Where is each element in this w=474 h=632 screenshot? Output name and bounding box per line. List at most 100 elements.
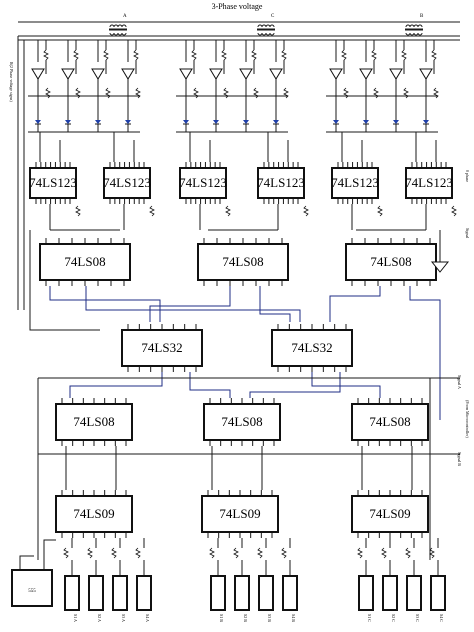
pullup-resistor	[209, 547, 215, 559]
transformer-2-coil-top	[417, 24, 423, 28]
right-zero-phase-label: 0 phase	[465, 170, 470, 182]
ls123-chip-2	[179, 167, 227, 199]
or-to-and	[249, 372, 341, 398]
right-signal-label: Signal	[465, 228, 470, 239]
input-resistor	[281, 49, 287, 61]
transformer-2-coil-top	[405, 24, 411, 28]
ls123-chip-5-label: 74LS123	[405, 175, 453, 190]
comparator	[209, 68, 223, 80]
output-label-10: S3 C	[415, 614, 420, 622]
diode	[183, 120, 189, 124]
diode	[125, 120, 131, 124]
signal-buffer	[430, 261, 450, 273]
input-resistor	[251, 49, 257, 61]
output-label-9: S2 C	[391, 614, 396, 622]
diode	[393, 120, 399, 124]
cross-wire	[409, 286, 441, 420]
diode	[363, 120, 369, 124]
pullup-resistor	[403, 87, 409, 99]
output-label-4: S1 B	[219, 614, 224, 622]
transformer-0-coil-top	[109, 24, 115, 28]
output-label-5: S2 B	[243, 614, 248, 622]
timing-resistor	[149, 205, 155, 217]
transformer-1-coil-bot	[265, 32, 271, 36]
input-resistor	[401, 49, 407, 61]
transformer-1-coil-bot	[257, 32, 263, 36]
output-label-11: S4 C	[439, 614, 444, 622]
comparator	[329, 68, 343, 80]
transformer-0-coil-bot	[117, 32, 123, 36]
transformer-2-coil-top	[409, 24, 415, 28]
ls123-chip-1	[103, 167, 151, 199]
comparator	[419, 68, 433, 80]
ls08-mid-chip-0	[55, 403, 133, 441]
transformer-2-coil-bot	[413, 32, 419, 36]
output-label-2: S3 A	[121, 614, 126, 622]
right-signal-b-label: Signal B	[457, 452, 462, 466]
input-resistor	[43, 49, 49, 61]
ls123-chip-4	[331, 167, 379, 199]
transformer-0-coil-top	[121, 24, 127, 28]
pullup-resistor	[253, 87, 259, 99]
pullup-resistor	[281, 547, 287, 559]
ls123-chip-0	[29, 167, 77, 199]
transformer-1-coil-top	[257, 24, 263, 28]
cross-wire	[149, 286, 231, 322]
ls123-chip-2-label: 74LS123	[179, 175, 227, 190]
ls08-mid-chip-2	[351, 403, 429, 441]
pullup-resistor	[135, 547, 141, 559]
or-to-and	[189, 372, 231, 398]
comparator	[269, 68, 283, 80]
output-driver-6	[258, 575, 274, 611]
comparator	[31, 68, 45, 80]
diode	[243, 120, 249, 124]
transformer-1-coil-top	[269, 24, 275, 28]
output-driver-7	[282, 575, 298, 611]
ls08-top-chip-2-label: 74LS08	[370, 254, 411, 269]
cross-wire	[329, 286, 381, 322]
output-label-0: S1 A	[73, 614, 78, 622]
diode	[423, 120, 429, 124]
pullup-resistor	[105, 87, 111, 99]
comparator	[91, 68, 105, 80]
transformer-2-coil-bot	[409, 32, 415, 36]
ls32-chip-0-label: 74LS32	[141, 340, 182, 355]
pullup-resistor	[63, 547, 69, 559]
comparator	[359, 68, 373, 80]
transformer-1-coil-top	[261, 24, 267, 28]
transformer-0-coil-top	[113, 24, 119, 28]
right-signal-a-label: Signal A	[457, 375, 462, 389]
timer-wire	[43, 539, 56, 570]
timing-resistor	[225, 205, 231, 217]
ls09-chip-1-label: 74LS09	[219, 506, 260, 521]
ls123-chip-1-label: 74LS123	[103, 175, 151, 190]
diode	[95, 120, 101, 124]
ls32-chip-0	[121, 329, 203, 367]
transformer-1-coil-bot	[261, 32, 267, 36]
pullup-resistor	[135, 87, 141, 99]
output-driver-8	[358, 575, 374, 611]
pullup-resistor	[45, 87, 51, 99]
input-resistor	[221, 49, 227, 61]
pullup-resistor	[433, 87, 439, 99]
pullup-resistor	[381, 547, 387, 559]
cross-wire	[85, 286, 301, 322]
diode	[273, 120, 279, 124]
diode	[213, 120, 219, 124]
ls32-chip-1-label: 74LS32	[291, 340, 332, 355]
pullup-resistor	[283, 87, 289, 99]
ls08-mid-chip-1	[203, 403, 281, 441]
ls09-chip-0	[55, 495, 133, 533]
pullup-resistor	[343, 87, 349, 99]
input-resistor	[431, 49, 437, 61]
comparator	[61, 68, 75, 80]
cross-wire	[29, 230, 100, 331]
ls123-chip-5	[405, 167, 453, 199]
ls09-chip-2-label: 74LS09	[369, 506, 410, 521]
diagram-title: 3-Phase voltage	[212, 2, 263, 11]
or-to-and	[69, 372, 163, 398]
phase-label-c: C	[271, 14, 275, 19]
right-microcontroller-label: (From Microcontroller)	[465, 400, 470, 438]
pullup-resistor	[429, 547, 435, 559]
ls08-top-chip-0	[39, 243, 131, 281]
